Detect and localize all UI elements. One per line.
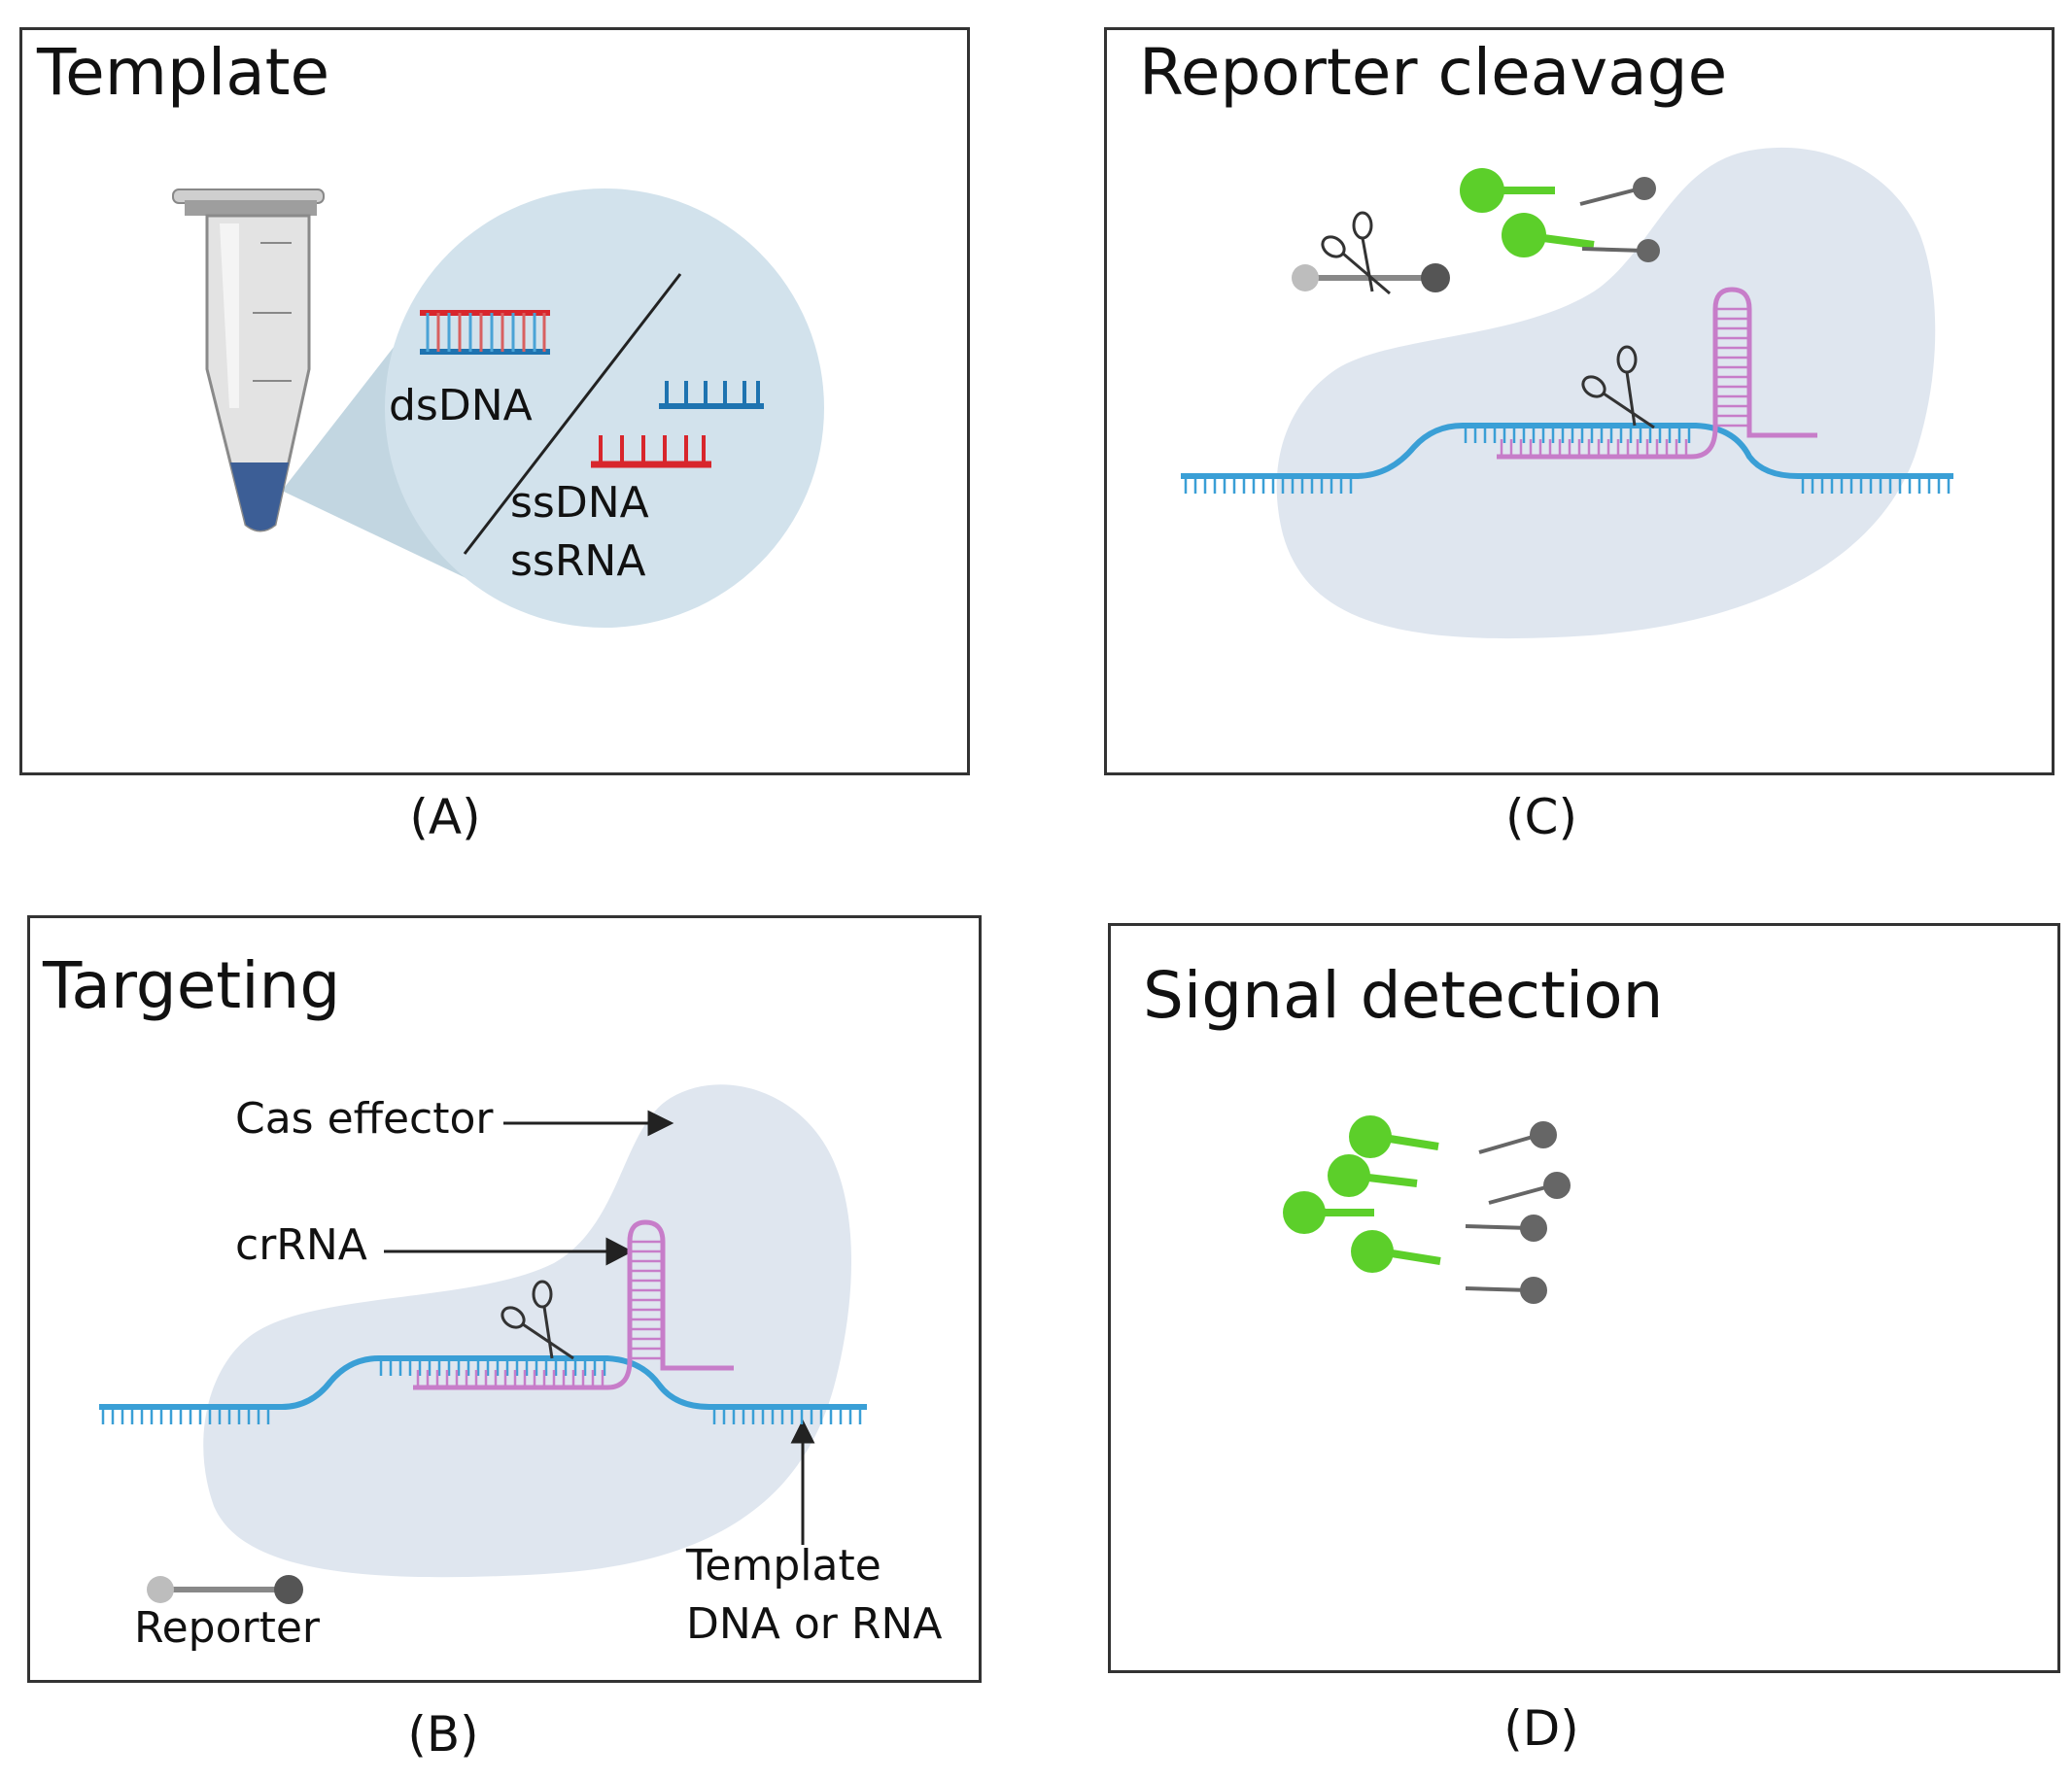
scissors-icon [1321,211,1391,295]
caption-d: (D) [1503,1700,1579,1757]
cleaved-reporters [1460,168,1660,262]
ssrna-red-icon [591,435,711,468]
label-template-line1: Template [686,1541,881,1591]
panel-b-title: Targeting [43,948,341,1023]
label-cas-effector: Cas effector [235,1094,494,1144]
label-crrna: crRNA [235,1220,367,1270]
callout-arrows [384,1110,815,1545]
label-template-line2: DNA or RNA [686,1599,943,1649]
panel-d-title: Signal detection [1143,958,1664,1033]
dsdna-icon [420,310,550,355]
target-dna-strand [1181,423,1953,494]
quencher-icon [1520,1277,1547,1304]
label-dsdna: dsDNA [389,381,533,430]
label-reporter: Reporter [134,1603,321,1653]
quenchers [1465,1121,1571,1304]
crrna-strand [1497,287,1817,460]
cas-protein-blob [1276,147,1936,639]
fluorophore-icon [1283,1191,1326,1234]
panel-a-title: Template [37,35,330,110]
quencher-icon [1543,1172,1571,1199]
fluorophore-icon [1328,1154,1370,1197]
quencher-icon [1520,1215,1547,1242]
caption-b: (B) [407,1706,479,1763]
panel-d [1108,923,2060,1673]
scissors-icon [1581,345,1655,429]
fluorophore-icon [1349,1115,1392,1158]
fluorophores [1283,1115,1441,1273]
target-dna-strand [99,1355,867,1424]
reporter-icon [147,1575,303,1604]
caption-a: (A) [409,789,481,845]
panel-c-title: Reporter cleavage [1139,35,1728,110]
label-ssrna: ssRNA [510,536,646,586]
cas-protein-blob [203,1084,852,1578]
quencher-icon [1530,1121,1557,1148]
tube-icon [172,188,325,532]
ssdna-blue-icon [659,381,764,409]
label-ssdna: ssDNA [510,478,649,528]
magnifier-divider [463,273,682,555]
crrna-strand [413,1219,734,1390]
scissors-icon [501,1280,574,1360]
caption-c: (C) [1505,789,1577,845]
fluorophore-icon [1351,1230,1394,1273]
magnifier-circle [385,188,824,628]
